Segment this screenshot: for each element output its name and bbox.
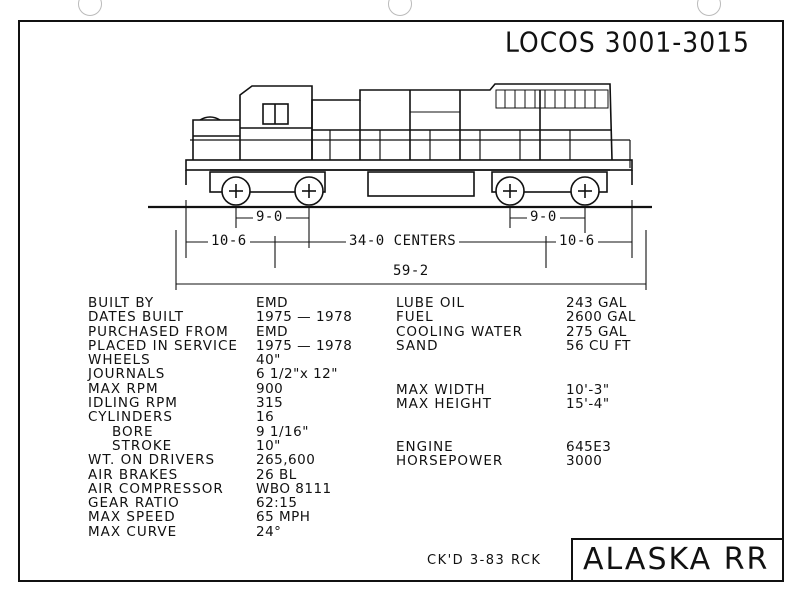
spec-values-engine: 645E3 3000 [566, 440, 611, 469]
spec-value: 1975 — 1978 [256, 337, 353, 354]
spec-label: AIR BRAKES [88, 466, 179, 483]
spec-value: 2600 GAL [566, 309, 636, 326]
spec-value: 10'-3" [566, 382, 610, 398]
spec-label: MAX SPEED [88, 509, 176, 526]
spec-value: 62:15 [256, 495, 298, 512]
drawing-border [18, 20, 784, 582]
spec-label: COOLING WATER [396, 323, 523, 340]
spec-value: 275 GAL [566, 323, 627, 340]
rear-truck-wheelbase: 9-0 [527, 209, 560, 225]
title-block: ALASKA RR [571, 538, 784, 582]
spec-label: CYLINDERS [88, 409, 173, 426]
spec-value: 900 [256, 380, 284, 397]
handrail [190, 130, 631, 168]
spec-value: 9 1/16" [256, 423, 309, 440]
cab [192, 85, 313, 160]
spec-label: MAX RPM [88, 380, 159, 397]
front-truck-wheelbase: 9-0 [253, 209, 286, 225]
spec-value: 65 MPH [256, 509, 311, 526]
spec-label: MAX CURVE [88, 523, 178, 540]
rear-overhang: 10-6 [556, 233, 598, 249]
spec-value: 645E3 [566, 439, 612, 455]
spec-value: WBO 8111 [256, 480, 332, 497]
spec-label: LUBE OIL [396, 295, 465, 311]
spec-label: WHEELS [88, 352, 151, 369]
front-overhang: 10-6 [208, 233, 250, 249]
spec-label: BUILT BY [88, 295, 155, 311]
spec-value: 56 CU FT [566, 337, 631, 354]
spec-value: 16 [256, 409, 275, 426]
spec-label: PURCHASED FROM [88, 323, 229, 340]
spec-labels-fluids: LUBE OIL FUEL COOLING WATER SAND [396, 296, 523, 353]
truck-centers: 34-0 CENTERS [346, 233, 460, 249]
long-hood [311, 83, 613, 161]
spec-label: IDLING RPM [88, 395, 178, 412]
spec-value: 40" [256, 352, 281, 369]
spec-values-left: EMD 1975 — 1978 EMD 1975 — 1978 40" 6 1/… [256, 296, 352, 539]
railroad-name: ALASKA RR [583, 542, 770, 577]
spec-labels-clearance: MAX WIDTH MAX HEIGHT [396, 383, 492, 412]
spec-label: DATES BUILT [88, 309, 185, 326]
spec-label: JOURNALS [88, 366, 166, 383]
spec-label: HORSEPOWER [396, 453, 504, 470]
spec-values-clearance: 10'-3" 15'-4" [566, 383, 610, 412]
spec-value: EMD [256, 295, 289, 311]
spec-value: 10" [256, 437, 281, 454]
spec-value: 24° [256, 523, 282, 540]
spec-label: STROKE [112, 437, 173, 454]
rear-truck [491, 171, 608, 206]
spec-value: 265,600 [256, 452, 316, 469]
spec-label: FUEL [396, 309, 434, 326]
spec-value: 243 GAL [566, 295, 627, 311]
front-truck [209, 171, 326, 206]
spec-labels-engine: ENGINE HORSEPOWER [396, 440, 503, 469]
spec-value: EMD [256, 323, 289, 340]
spec-label: WT. ON DRIVERS [88, 452, 216, 469]
spec-label: MAX HEIGHT [396, 396, 492, 413]
spec-label: AIR COMPRESSOR [88, 480, 224, 497]
spec-value: 315 [256, 395, 284, 412]
spec-values-fluids: 243 GAL 2600 GAL 275 GAL 56 CU FT [566, 296, 636, 353]
spec-value: 1975 — 1978 [256, 309, 353, 326]
underframe [185, 159, 633, 197]
checked-by-note: CK'D 3-83 RCK [427, 553, 542, 568]
spec-labels-left: BUILT BY DATES BUILT PURCHASED FROM PLAC… [88, 296, 238, 539]
spec-value: 6 1/2"x 12" [256, 366, 338, 383]
spec-label: SAND [396, 337, 439, 354]
spec-label: BORE [112, 423, 154, 440]
spec-value: 26 BL [256, 466, 297, 483]
spec-label: GEAR RATIO [88, 495, 180, 512]
drawing-title: LOCOS 3001-3015 [505, 26, 750, 58]
overall-length: 59-2 [390, 263, 432, 279]
spec-label: ENGINE [396, 439, 454, 455]
spec-label: MAX WIDTH [396, 382, 486, 398]
spec-value: 15'-4" [566, 396, 610, 413]
spec-value: 3000 [566, 453, 603, 470]
spec-label: PLACED IN SERVICE [88, 337, 238, 354]
